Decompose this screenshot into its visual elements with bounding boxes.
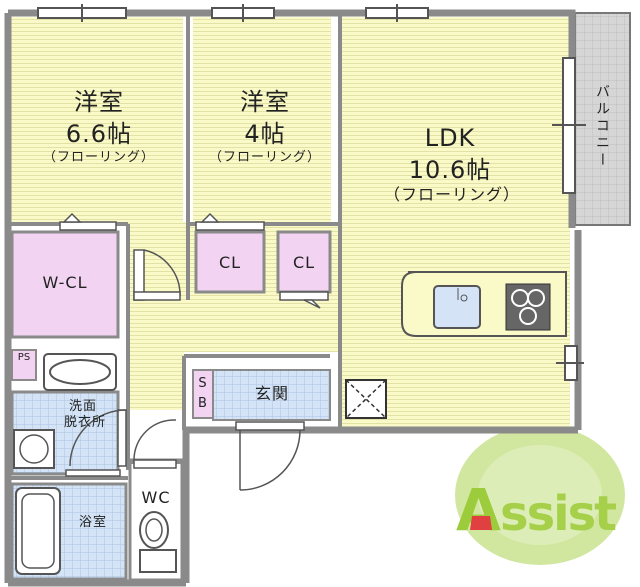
svg-text:ssist: ssist — [500, 486, 616, 542]
closet-1-label: CL — [218, 253, 242, 272]
doors — [59, 212, 329, 491]
washroom-label-line1: 洗面 — [68, 399, 97, 414]
ldk-floor-type: （フローリング） — [383, 185, 520, 204]
windows — [37, 4, 586, 381]
sink-icon — [433, 285, 481, 329]
ldk-size: 10.6帖 — [408, 156, 492, 184]
ldk-floor — [342, 17, 570, 427]
western-room-1-floor — [10, 17, 183, 222]
svg-text:A: A — [456, 476, 501, 544]
closet-1 — [194, 230, 266, 294]
washing-machine-icon — [13, 429, 55, 469]
western-room-2-name: 洋室 — [240, 88, 290, 116]
balcony-area — [574, 12, 631, 226]
western-room-2-size: 4帖 — [244, 120, 286, 148]
shoe-box-label: SB — [198, 376, 208, 411]
walkin-closet — [10, 230, 120, 339]
balcony-label: バルコニー — [594, 84, 610, 169]
washroom-label-line2: 脱衣所 — [63, 415, 106, 430]
closet-2 — [276, 230, 332, 294]
walkin-closet-label: W-CL — [42, 273, 88, 292]
bathtub-icon — [15, 487, 61, 575]
wash-basin-icon — [43, 353, 117, 391]
hall-floor-lower — [128, 352, 184, 410]
ps-shaft — [11, 349, 37, 381]
western-room-1-size: 6.6帖 — [65, 120, 133, 148]
western-room-1-name: 洋室 — [74, 88, 124, 116]
ps-label: PS — [17, 352, 31, 363]
toilet-icon — [139, 511, 177, 573]
closet-2-label: CL — [292, 253, 316, 272]
ldk-name: LDK — [424, 124, 476, 152]
assist-logo: A ssist — [455, 425, 625, 565]
western-room-1-floor-type: （フローリング） — [42, 150, 155, 165]
toilet-label: WC — [141, 488, 171, 507]
entrance-floor — [212, 369, 331, 421]
kitchen-counter — [401, 271, 567, 337]
western-room-2-floor-type: （フローリング） — [208, 150, 321, 165]
fridge-space-icon — [345, 379, 387, 419]
entrance-label: 玄関 — [254, 384, 289, 403]
western-room-2-floor — [193, 17, 331, 222]
bathroom-label: 浴室 — [78, 515, 107, 530]
